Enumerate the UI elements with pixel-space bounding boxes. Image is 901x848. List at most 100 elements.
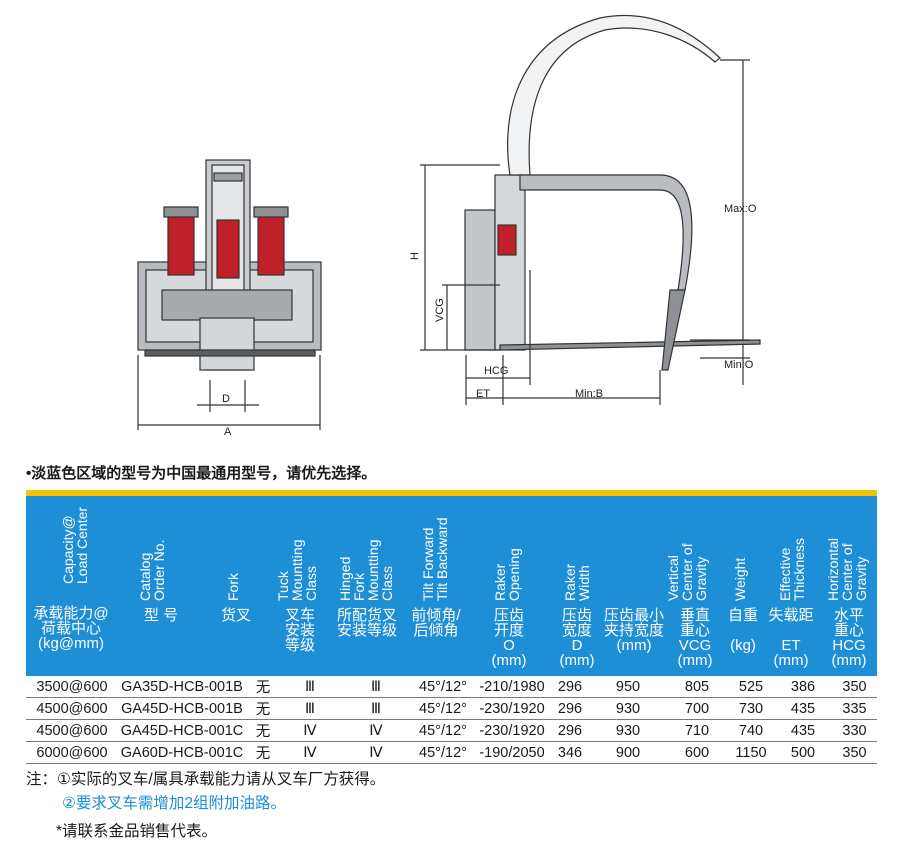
- footnote-1: 注：①实际的叉车/属具承载能力请从叉车厂方获得。: [26, 771, 386, 788]
- cell-tilt: 45°/12°: [412, 676, 474, 698]
- cell-vcg: 700: [666, 697, 728, 720]
- cell-opening: -230/1920: [474, 697, 550, 720]
- cell-fork: 无: [246, 676, 280, 698]
- header-cn-min-clamp: 压齿最小 夹持宽度 (mm): [603, 607, 664, 654]
- cell-et: 500: [774, 741, 832, 764]
- footnote-2: ②要求叉车需增加2组附加油路。: [62, 795, 287, 812]
- cell-fork: 无: [246, 719, 280, 742]
- header-cn-capacity: 承载能力@ 荷载中心 (kg@mm): [33, 605, 109, 652]
- front-dim-d-label: D: [222, 393, 230, 405]
- header-en-truck-class: Tuck Mountting Class: [275, 539, 319, 601]
- spec-table-body: 3500@600 GA35D-HCB-001B 无 Ⅲ Ⅲ 45°/12° -2…: [26, 676, 877, 764]
- header-en-capacity: Capacity@ Load Center: [60, 506, 90, 584]
- cell-tilt: 45°/12°: [412, 741, 474, 764]
- cell-min-clamp: 950: [590, 676, 666, 698]
- header-en-raker-width: Raker Width: [562, 563, 592, 601]
- table-row: 3500@600 GA35D-HCB-001B 无 Ⅲ Ⅲ 45°/12° -2…: [26, 676, 877, 698]
- cell-et: 435: [774, 719, 832, 742]
- header-cn-raker-opening: 压齿 开度 O (mm): [491, 607, 527, 669]
- cell-vcg: 710: [666, 719, 728, 742]
- cell-weight: 740: [728, 719, 774, 742]
- header-cn-fork-class: 所配货叉 安装等级: [336, 607, 397, 639]
- header-cn-catalog: 型 号: [143, 607, 179, 624]
- side-dim-minb-label: Min:B: [575, 388, 603, 400]
- front-view-drawing: [137, 159, 322, 430]
- side-dim-maxo-label: Max:O: [724, 203, 757, 215]
- header-cn-fork: 货叉: [220, 607, 251, 624]
- cell-min-clamp: 900: [590, 741, 666, 764]
- cell-fork: 无: [246, 697, 280, 720]
- cell-vcg: 805: [666, 676, 728, 698]
- footnotes: 注：①实际的叉车/属具承载能力请从叉车厂方获得。 ②要求叉车需增加2组附加油路。…: [26, 768, 385, 844]
- header-en-weight: Weight: [732, 557, 748, 601]
- table-row: 4500@600 GA45D-HCB-001B 无 Ⅲ Ⅲ 45°/12° -2…: [26, 697, 877, 720]
- header-en-vcg: Vertical Center of Gravity: [665, 543, 709, 601]
- header-cn-vcg: 垂直 重心 VCG (mm): [677, 607, 713, 669]
- cell-fork-class: Ⅲ: [340, 697, 412, 720]
- cell-width: 346: [550, 741, 590, 764]
- cell-model: GA45D-HCB-001B: [118, 697, 246, 720]
- cell-fork: 无: [246, 741, 280, 764]
- cell-hcg: 335: [832, 697, 877, 720]
- cell-capacity: 6000@600: [26, 741, 118, 764]
- spec-table-header: Capacity@ Load Center 承载能力@ 荷载中心 (kg@mm)…: [26, 496, 877, 676]
- recommendation-note: •淡蓝色区域的型号为中国最通用型号，请优先选择。: [26, 465, 377, 482]
- side-dim-et-label: ET: [476, 388, 490, 400]
- cell-truck-class: Ⅲ: [280, 697, 340, 720]
- cell-capacity: 3500@600: [26, 676, 118, 698]
- cell-vcg: 600: [666, 741, 728, 764]
- header-en-hcg: Horizontal Center of Gravity: [825, 537, 869, 601]
- cell-width: 296: [550, 697, 590, 720]
- table-row: 4500@600 GA45D-HCB-001C 无 Ⅳ Ⅳ 45°/12° -2…: [26, 719, 877, 742]
- cell-truck-class: Ⅳ: [280, 719, 340, 742]
- cell-model: GA60D-HCB-001C: [118, 741, 246, 764]
- cell-capacity: 4500@600: [26, 719, 118, 742]
- cell-width: 296: [550, 676, 590, 698]
- header-cn-truck-class: 叉车 安装 等级: [284, 607, 315, 654]
- cell-capacity: 4500@600: [26, 697, 118, 720]
- side-dim-mino-label: Min:O: [724, 359, 754, 371]
- cell-opening: -210/1980: [474, 676, 550, 698]
- cell-opening: -230/1920: [474, 719, 550, 742]
- header-en-raker-opening: Raker Opening: [492, 548, 522, 601]
- header-cn-weight: 自重 (kg): [727, 607, 758, 654]
- cell-truck-class: Ⅲ: [280, 676, 340, 698]
- cell-hcg: 330: [832, 719, 877, 742]
- side-dim-h-label: H: [409, 252, 421, 260]
- header-en-et: Effective Thickness: [777, 537, 807, 601]
- table-header-accent-bar: [26, 490, 877, 496]
- side-dim-vcg-label: VCG: [434, 298, 446, 322]
- header-cn-raker-width: 压齿 宽度 D (mm): [559, 607, 595, 669]
- table-row: 6000@600 GA60D-HCB-001C 无 Ⅳ Ⅳ 45°/12° -1…: [26, 741, 877, 764]
- header-en-catalog: Catalog Order No.: [137, 539, 167, 601]
- cell-weight: 525: [728, 676, 774, 698]
- header-cn-tilt: 前倾角/ 后倾角: [411, 607, 461, 639]
- cell-fork-class: Ⅳ: [340, 719, 412, 742]
- cell-truck-class: Ⅳ: [280, 741, 340, 764]
- side-dim-hcg-label: HCG: [484, 365, 508, 377]
- cell-et: 386: [774, 676, 832, 698]
- front-dim-a-label: A: [224, 426, 232, 438]
- cell-opening: -190/2050: [474, 741, 550, 764]
- cell-weight: 1150: [728, 741, 774, 764]
- cell-fork-class: Ⅳ: [340, 741, 412, 764]
- cell-et: 435: [774, 697, 832, 720]
- header-en-fork-class: Hinged Fork Mountting Class: [337, 539, 395, 601]
- header-en-fork: Fork: [225, 573, 241, 601]
- header-cn-hcg: 水平 重心 HCG (mm): [831, 607, 867, 669]
- technical-drawings: D A H: [137, 14, 761, 438]
- cell-hcg: 350: [832, 676, 877, 698]
- footnote-3: *请联系金品销售代表。: [56, 823, 218, 840]
- header-cn-et: 失载距 ET (mm): [768, 607, 814, 669]
- cell-tilt: 45°/12°: [412, 697, 474, 720]
- cell-min-clamp: 930: [590, 697, 666, 720]
- cell-hcg: 350: [832, 741, 877, 764]
- cell-width: 296: [550, 719, 590, 742]
- cell-model: GA45D-HCB-001C: [118, 719, 246, 742]
- cell-tilt: 45°/12°: [412, 719, 474, 742]
- cell-weight: 730: [728, 697, 774, 720]
- side-view-drawing: [420, 14, 761, 405]
- cell-model: GA35D-HCB-001B: [118, 676, 246, 698]
- cell-min-clamp: 930: [590, 719, 666, 742]
- cell-fork-class: Ⅲ: [340, 676, 412, 698]
